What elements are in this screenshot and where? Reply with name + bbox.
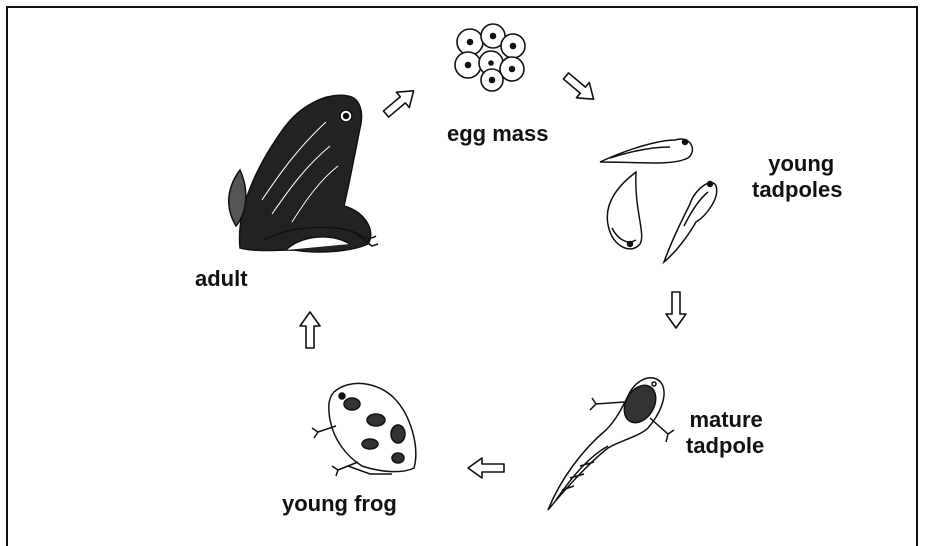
stage-label-young-frog: young frog	[282, 491, 397, 517]
mature-tadpole-illustration	[548, 378, 674, 510]
arrow-egg-to-tadpoles-icon	[560, 68, 600, 106]
young-tadpoles-line2: tadpoles	[752, 177, 842, 203]
mature-tadpole-line2: tadpole	[686, 433, 764, 459]
adult-frog-illustration	[229, 95, 378, 252]
young-tadpoles-illustration	[600, 139, 717, 262]
stage-label-mature-tadpole: mature tadpole	[686, 407, 764, 459]
arrow-tadpoles-to-mature-icon	[666, 292, 686, 328]
stage-label-adult: adult	[195, 266, 248, 292]
young-frog-illustration	[312, 383, 416, 476]
young-tadpoles-line1: young	[752, 151, 842, 177]
stage-label-young-tadpoles: young tadpoles	[752, 151, 842, 203]
arrow-frog-to-adult-icon	[300, 312, 320, 348]
arrow-mature-to-frog-icon	[468, 458, 504, 478]
stage-label-egg-mass: egg mass	[447, 121, 549, 147]
mature-tadpole-line1: mature	[686, 407, 764, 433]
arrow-adult-to-egg-icon	[380, 83, 420, 121]
egg-mass-illustration	[455, 24, 525, 91]
